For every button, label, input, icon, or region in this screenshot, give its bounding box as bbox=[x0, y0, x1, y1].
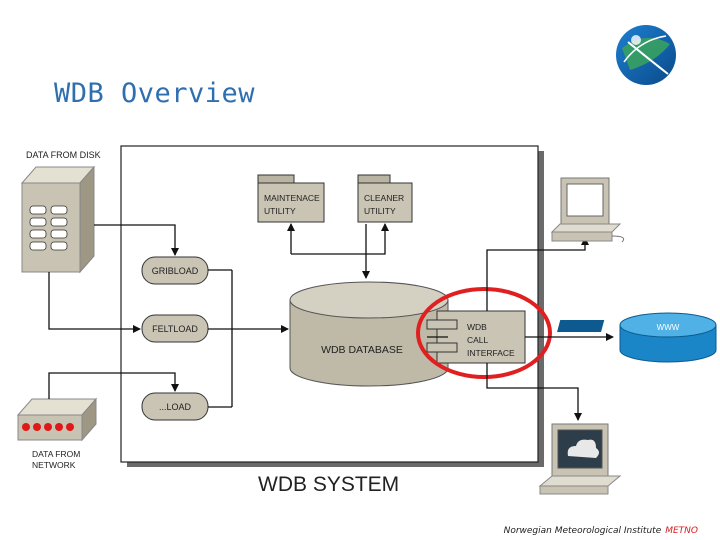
cleaner-label-line1: CLEANER bbox=[364, 193, 404, 203]
call-label-line2: CALL bbox=[467, 335, 489, 345]
connector-lines bbox=[48, 223, 614, 421]
system-label: WDB SYSTEM bbox=[258, 473, 399, 496]
data-from-disk-label: DATA FROM DISK bbox=[26, 150, 101, 160]
www-router-icon: WWW bbox=[557, 312, 717, 363]
gribload-label: GRIBLOAD bbox=[152, 266, 199, 276]
disk-server-icon bbox=[20, 165, 96, 274]
footer-brand: METNO bbox=[665, 526, 698, 536]
call-label-line3: INTERFACE bbox=[467, 348, 515, 358]
feltload-label: FELTLOAD bbox=[152, 324, 198, 334]
call-interface-node: WDB CALL INTERFACE bbox=[426, 310, 526, 364]
wdb-database-node: WDB DATABASE bbox=[289, 281, 449, 387]
footer-institute: Norwegian Meteorological Institute bbox=[503, 526, 662, 536]
data-from-network-label-line2: NETWORK bbox=[32, 460, 76, 470]
cleaner-utility-node: CLEANER UTILITY bbox=[357, 174, 413, 223]
other-load-node: ...LOAD bbox=[141, 392, 209, 421]
slide-title: WDB Overview bbox=[54, 78, 256, 109]
maintenance-utility-node: MAINTENACE UTILITY bbox=[257, 174, 325, 223]
maintenance-label-line2: UTILITY bbox=[264, 206, 296, 216]
network-device-icon bbox=[16, 397, 98, 442]
cleaner-label-line2: UTILITY bbox=[364, 206, 396, 216]
gribload-node: GRIBLOAD bbox=[141, 256, 209, 285]
other-load-label: ...LOAD bbox=[159, 402, 192, 412]
maintenance-label-line1: MAINTENACE bbox=[264, 193, 320, 203]
database-label: WDB DATABASE bbox=[321, 344, 403, 356]
globe-logo-icon bbox=[616, 25, 676, 85]
feltload-node: FELTLOAD bbox=[141, 314, 209, 343]
network-terminal-icon bbox=[538, 423, 622, 495]
highlight-circle bbox=[416, 287, 552, 379]
desktop-computer-icon bbox=[550, 177, 625, 243]
www-label: WWW bbox=[657, 323, 680, 332]
call-label-line1: WDB bbox=[467, 322, 487, 332]
data-from-network-label-line1: DATA FROM bbox=[32, 449, 80, 459]
